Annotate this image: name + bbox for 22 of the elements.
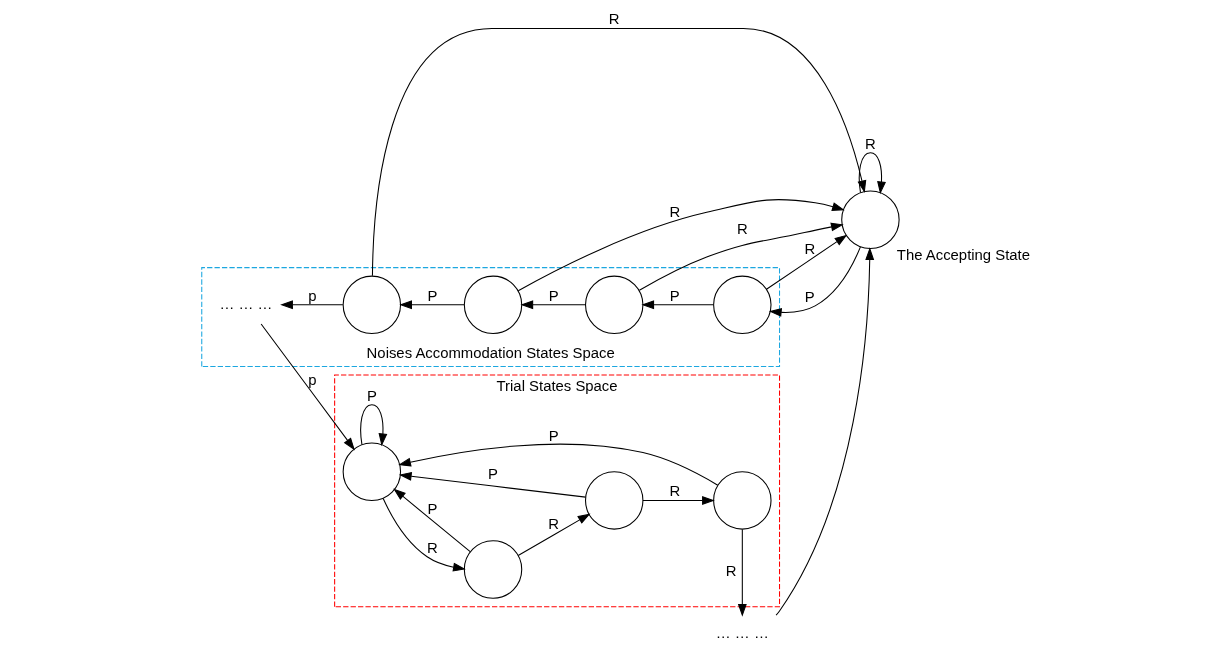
- edge-label: P: [548, 428, 559, 445]
- edge-label: R: [804, 241, 816, 258]
- edge-label: P: [548, 287, 559, 304]
- edge-label: P: [488, 466, 498, 483]
- edge-label: R: [608, 11, 620, 28]
- edge-label: P: [366, 387, 377, 404]
- edge-label: p: [308, 371, 317, 388]
- node-text: … … …: [219, 295, 273, 312]
- edge-label: P: [427, 501, 438, 518]
- edge-label: R: [427, 539, 438, 556]
- edge-label: R: [736, 220, 748, 237]
- edge-label: R: [669, 203, 681, 220]
- edge-label: R: [865, 135, 876, 152]
- node-label: The Accepting State: [896, 247, 1030, 264]
- edge-label: R: [725, 563, 737, 580]
- edge-label: p: [308, 287, 317, 304]
- edge-label: P: [427, 287, 438, 304]
- edge-label: P: [804, 288, 815, 305]
- edge-label: R: [669, 483, 681, 500]
- edge-label: R: [548, 516, 559, 533]
- node-text: … … …: [715, 625, 769, 642]
- edge-label: P: [669, 287, 680, 304]
